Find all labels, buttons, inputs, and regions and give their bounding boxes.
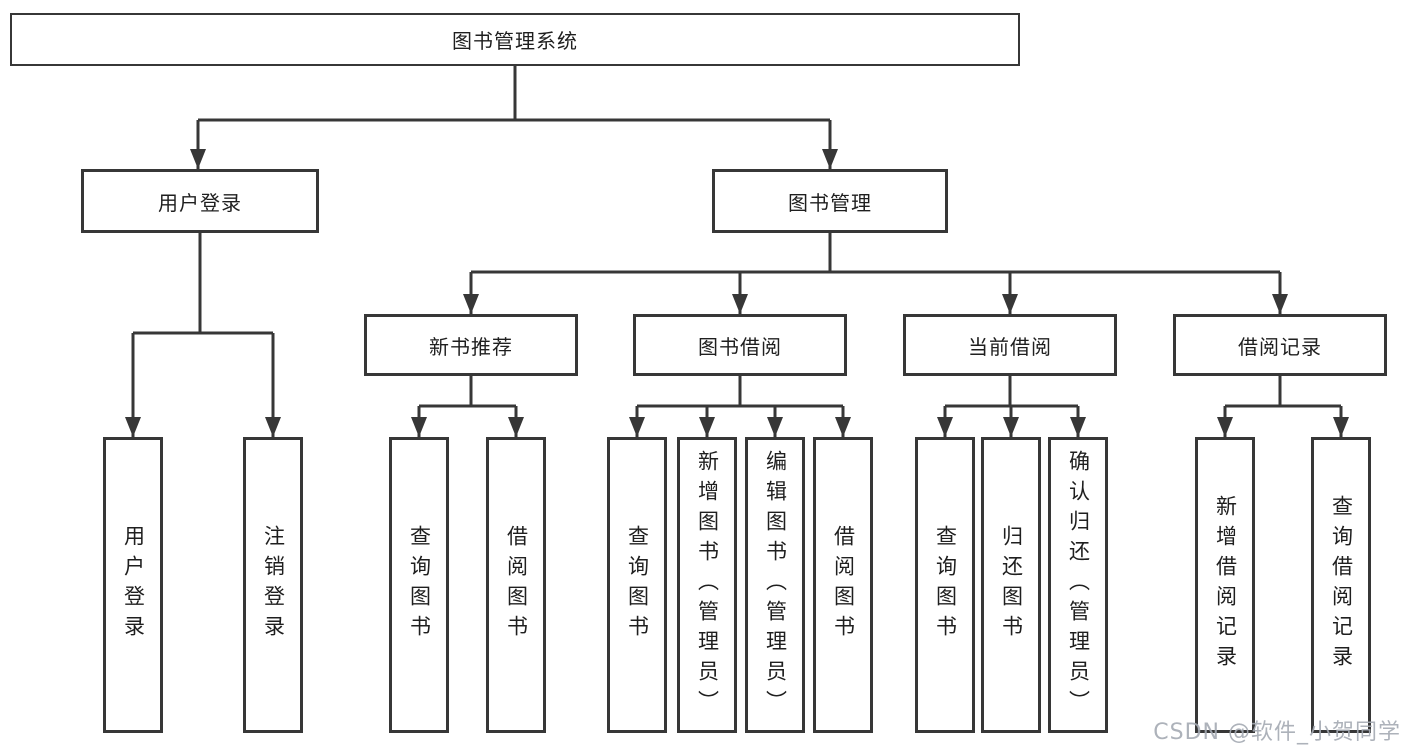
node-label: 图书管理 xyxy=(788,190,872,215)
leaf-current-confirm-return-admin: 确认归还（管理员） xyxy=(1048,437,1108,733)
node-label: 新增借阅记录 xyxy=(1213,495,1238,675)
leaf-recommend-query-books: 查询图书 xyxy=(389,437,449,733)
leaf-borrowing-add-books-admin: 新增图书（管理员） xyxy=(677,437,737,733)
leaf-records-query-record: 查询借阅记录 xyxy=(1311,437,1371,733)
leaf-recommend-borrow-books: 借阅图书 xyxy=(486,437,546,733)
leaf-borrowing-edit-books-admin: 编辑图书（管理员） xyxy=(745,437,805,733)
node-label: 查询图书 xyxy=(933,525,958,645)
leaf-records-add-record: 新增借阅记录 xyxy=(1195,437,1255,733)
leaf-borrowing-borrow-books: 借阅图书 xyxy=(813,437,873,733)
node-label: 归还图书 xyxy=(999,525,1024,645)
node-label: 图书借阅 xyxy=(698,334,782,359)
node-label: 图书管理系统 xyxy=(452,29,578,53)
node-label: 用户登录 xyxy=(121,525,146,645)
node-borrowing-records: 借阅记录 xyxy=(1173,314,1387,376)
node-label: 新书推荐 xyxy=(429,334,513,359)
leaf-user-login: 用户登录 xyxy=(103,437,163,733)
node-label: 新增图书（管理员） xyxy=(695,450,720,720)
node-library-management-system: 图书管理系统 xyxy=(10,13,1020,66)
leaf-borrowing-query-books: 查询图书 xyxy=(607,437,667,733)
node-label: 用户登录 xyxy=(158,190,242,215)
node-user-login: 用户登录 xyxy=(81,169,319,233)
node-label: 注销登录 xyxy=(261,525,286,645)
node-label: 查询借阅记录 xyxy=(1329,495,1354,675)
leaf-logout: 注销登录 xyxy=(243,437,303,733)
node-book-borrowing: 图书借阅 xyxy=(633,314,847,376)
node-label: 确认归还（管理员） xyxy=(1066,450,1091,720)
node-label: 编辑图书（管理员） xyxy=(763,450,788,720)
node-label: 当前借阅 xyxy=(968,334,1052,359)
leaf-current-return-books: 归还图书 xyxy=(981,437,1041,733)
node-book-management: 图书管理 xyxy=(712,169,948,233)
node-current-borrowing: 当前借阅 xyxy=(903,314,1117,376)
node-label: 查询图书 xyxy=(625,525,650,645)
node-label: 查询图书 xyxy=(407,525,432,645)
node-new-book-recommendation: 新书推荐 xyxy=(364,314,578,376)
csdn-watermark: CSDN @软件_小贺同学 xyxy=(1153,720,1401,745)
node-label: 借阅图书 xyxy=(831,525,856,645)
node-label: 借阅图书 xyxy=(504,525,529,645)
node-label: 借阅记录 xyxy=(1238,334,1322,359)
leaf-current-query-books: 查询图书 xyxy=(915,437,975,733)
